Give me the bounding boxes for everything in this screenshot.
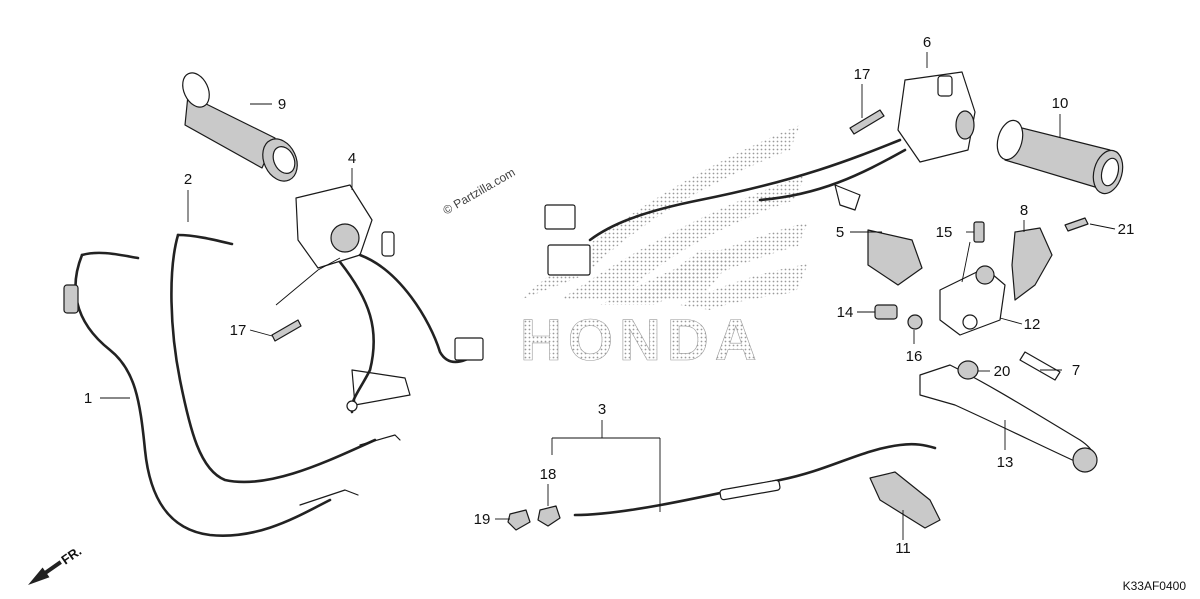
callout-17-left: 17 — [230, 322, 247, 339]
callout-9: 9 — [278, 96, 286, 113]
callout-3: 3 — [598, 401, 606, 418]
clutch-lever-part-13 — [919, 364, 1098, 473]
callout-16: 16 — [906, 348, 923, 365]
left-grip-part-9 — [182, 72, 298, 182]
collar-part-20 — [957, 360, 979, 380]
bolt-part-17-left — [271, 319, 302, 342]
callout-20: 20 — [994, 363, 1011, 380]
callout-10: 10 — [1052, 95, 1069, 112]
left-handlebar-switch-part-4 — [295, 184, 484, 414]
clutch-cable-part-3 — [573, 442, 937, 517]
throttle-cable-part-1 — [63, 251, 359, 537]
front-direction-marker: FR. — [28, 543, 84, 585]
callout-5: 5 — [836, 224, 844, 241]
lever-boot-part-11 — [869, 471, 941, 529]
bolt-part-21 — [1064, 217, 1089, 232]
front-arrow-icon — [28, 560, 62, 585]
front-marker-label: FR. — [58, 543, 84, 567]
adjuster-part-14 — [874, 304, 898, 320]
throttle-cable-part-2 — [170, 233, 401, 484]
nut-part-19 — [507, 509, 531, 531]
callout-12: 12 — [1024, 316, 1041, 333]
callout-14: 14 — [837, 304, 854, 321]
callout-21: 21 — [1118, 221, 1135, 238]
callout-11: 11 — [895, 540, 911, 557]
honda-logo-text: HONDA — [520, 308, 763, 373]
callout-13: 13 — [997, 454, 1014, 471]
partzilla-watermark: © Partzilla.com — [441, 165, 518, 218]
clutch-lever-holder-part-12 — [939, 265, 1006, 336]
diagram-reference-code: K33AF0400 — [1123, 579, 1187, 593]
callout-19: 19 — [474, 511, 491, 528]
callout-7: 7 — [1072, 362, 1080, 379]
nut-part-16 — [907, 314, 923, 330]
nut-part-18 — [537, 505, 561, 527]
callout-18: 18 — [540, 466, 557, 483]
right-grip-part-10 — [996, 119, 1124, 195]
pivot-pin-part-7 — [1019, 351, 1061, 381]
callout-8: 8 — [1020, 202, 1028, 219]
callout-4: 4 — [348, 150, 356, 167]
callout-15: 15 — [936, 224, 953, 241]
screw-part-15 — [973, 221, 985, 243]
right-handlebar-switch-part-6 — [544, 71, 976, 276]
leader-lines — [100, 52, 1116, 540]
bolt-part-17-right — [849, 109, 885, 135]
callout-labels: 1 2 3 4 5 6 7 8 9 10 11 12 13 14 15 16 1… — [84, 34, 1135, 557]
callout-17-right: 17 — [854, 66, 871, 83]
callout-6: 6 — [923, 34, 931, 51]
callout-1: 1 — [84, 390, 92, 407]
lever-cover-part-5 — [867, 229, 923, 286]
callout-2: 2 — [184, 171, 192, 188]
holder-clamp-part-8 — [1011, 227, 1053, 301]
